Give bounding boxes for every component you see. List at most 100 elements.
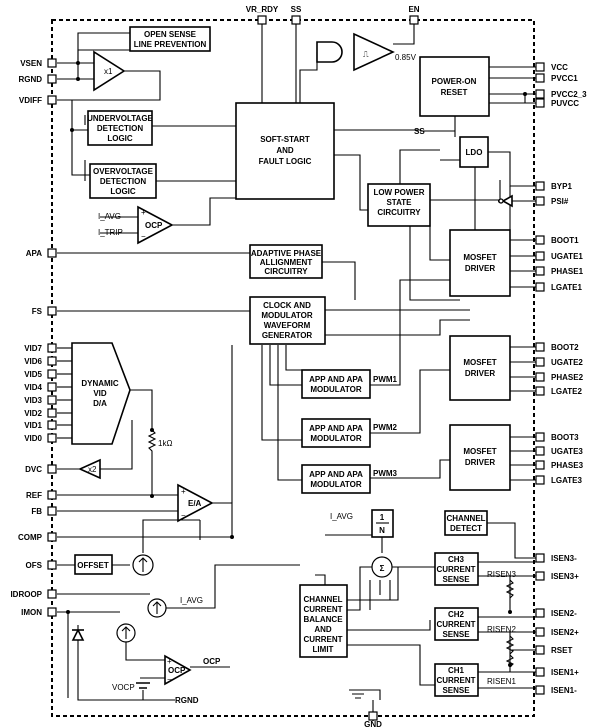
apa-label-2: ALLIGNMENT [260, 258, 313, 267]
offset-label: OFFSET [77, 561, 109, 570]
ovp-label-3: LOGIC [110, 187, 136, 196]
pin-ugate3-label: UGATE3 [551, 447, 583, 456]
svg-text:APP AND APA: APP AND APA [309, 375, 363, 384]
pin-vcc-label: VCC [551, 63, 568, 72]
ocp-comparator [137, 205, 174, 245]
pin-dvc-box [47, 464, 57, 474]
pin-isen1-box [535, 685, 545, 695]
pin-psi-label: PSI# [551, 197, 569, 206]
apa-label-1: ADAPTIVE PHASE [251, 249, 322, 258]
pin-isen1-label: ISEN1- [551, 686, 577, 695]
pin-isen1-box [535, 667, 545, 677]
pin-apa-label: APA [26, 249, 43, 258]
psi-buffer [501, 194, 513, 208]
por-label-2: RESET [441, 88, 468, 97]
pin-en-label: EN [408, 5, 419, 14]
pin-vid5-box [47, 369, 57, 379]
pin-vid1-label: VID1 [24, 421, 42, 430]
pin-lgate2-label: LGATE2 [551, 387, 583, 396]
pin-psi-box [535, 196, 545, 206]
diode [71, 628, 85, 641]
x2-label: x2 [88, 465, 97, 474]
pin-vid2-box [47, 408, 57, 418]
pin-vid5-label: VID5 [24, 370, 42, 379]
pin-vr-rdy-box [257, 15, 267, 25]
ocp-out-label: OCP [203, 657, 221, 666]
pin-lgate3-box [535, 475, 545, 485]
risen2-label: RISEN2 [487, 625, 516, 634]
pin-isen2-box [535, 608, 545, 618]
softstart-block [235, 102, 335, 200]
pin-phase1-label: PHASE1 [551, 267, 584, 276]
pin-lgate2-box [535, 386, 545, 396]
pin-isen3-label: ISEN3- [551, 554, 577, 563]
ldo-label: LDO [466, 148, 483, 157]
svg-text:+: + [167, 657, 172, 666]
dac-label-1: DYNAMIC [81, 379, 119, 388]
pin-rgnd-label: RGND [18, 75, 42, 84]
ea-label: E/A [188, 499, 202, 508]
pin-vid3-box [47, 395, 57, 405]
pin-boot2-box [535, 342, 545, 352]
risen3-label: RISEN3 [487, 570, 516, 579]
pin-fb-label: FB [31, 507, 42, 516]
pin-rgnd-box [47, 74, 57, 84]
pin-pvcc2-3-label: PVCC2_3 [551, 90, 587, 99]
svg-text:CH1: CH1 [448, 666, 465, 675]
risen2-resistor [505, 635, 515, 655]
channel-detect-block [444, 510, 488, 536]
pin-byp1-label: BYP1 [551, 182, 572, 191]
ldo-ss-label: SS [414, 127, 425, 136]
ocp-comparator-label: OCP [145, 221, 163, 230]
open-sense-block [129, 26, 211, 52]
mosfet-driver-2: MOSFET DRIVER [449, 335, 511, 401]
pin-vsen-box [47, 58, 57, 68]
pin-ugate2-label: UGATE2 [551, 358, 583, 367]
and-gate [316, 41, 343, 63]
pin-gnd-label: GND [364, 720, 382, 728]
pin-lgate1-label: LGATE1 [551, 283, 583, 292]
pin-comp-box [47, 532, 57, 542]
pin-imon-label: IMON [21, 608, 42, 617]
risen1-label: RISEN1 [487, 677, 516, 686]
vocp-source [136, 682, 150, 689]
svg-text:CURRENT: CURRENT [436, 565, 475, 574]
pwm3-label: PWM3 [373, 469, 398, 478]
uvlo-label-1: UNDERVOLTAGE [87, 114, 153, 123]
modulator-3: APP AND APA MODULATOR [301, 464, 371, 494]
pin-fb-box [47, 506, 57, 516]
svg-text:SENSE: SENSE [442, 575, 470, 584]
pin-fs-label: FS [32, 307, 43, 316]
ch3-current-sense: CH3 CURRENT SENSE [434, 552, 479, 586]
pin-vid6-label: VID6 [24, 357, 42, 366]
pin-lgate1-box [535, 282, 545, 292]
pin-vid6-box [47, 356, 57, 366]
channel-detect-label-1: CHANNEL [446, 514, 485, 523]
balance-label-5: CURRENT [303, 635, 342, 644]
svg-text:MODULATOR: MODULATOR [310, 480, 361, 489]
undervoltage-block [87, 110, 153, 146]
modulator-2: APP AND APA MODULATOR [301, 418, 371, 448]
pin-pvcc1-label: PVCC1 [551, 74, 578, 83]
pin-isen1-label: ISEN1+ [551, 668, 579, 677]
svg-text:+: + [141, 208, 146, 217]
resistor-1k [147, 429, 157, 455]
ovp-label-2: DETECTION [100, 177, 146, 186]
balance-label-2: CURRENT [303, 605, 342, 614]
pin-vsen-label: VSEN [20, 59, 42, 68]
svg-text:+: + [181, 487, 186, 496]
svg-text:MODULATOR: MODULATOR [310, 434, 361, 443]
lowpower-label-1: LOW POWER [373, 188, 424, 197]
svg-text:SENSE: SENSE [442, 630, 470, 639]
pin-ofs-label: OFS [26, 561, 43, 570]
bottom-pins: GND [364, 711, 382, 728]
pin-vdiff-box [47, 95, 57, 105]
svg-text:MOSFET: MOSFET [463, 447, 496, 456]
balance-block [299, 584, 348, 658]
pin-phase2-box [535, 372, 545, 382]
pin-ss-box [291, 15, 301, 25]
pin-rset-box [535, 645, 545, 655]
dac-block [71, 342, 131, 445]
